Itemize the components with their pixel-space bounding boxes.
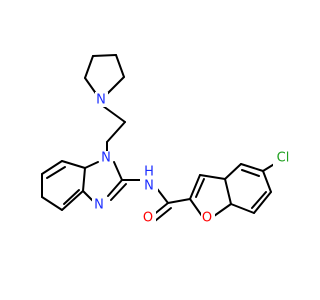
carbonyl-oxygen-label: O <box>142 211 156 226</box>
bond <box>241 169 260 177</box>
amide-hydrogen-text: H <box>144 165 154 180</box>
bond <box>199 174 226 180</box>
benzofuran-benzene-ring <box>224 163 272 214</box>
furan-oxygen-label: O <box>201 211 215 226</box>
bond <box>107 179 123 197</box>
bond <box>213 203 232 217</box>
carbonyl-oxygen-text: O <box>143 211 153 226</box>
pyrrolidine-ring <box>84 54 125 97</box>
bond <box>240 163 264 172</box>
pyrrolidine-nitrogen-text: N <box>96 93 106 108</box>
bond <box>46 166 66 179</box>
atom-labels: N N N H N O O Cl <box>92 92 293 226</box>
amide-nitrogen-text: N <box>144 179 154 194</box>
bond <box>102 105 126 123</box>
bond <box>110 183 127 201</box>
bond <box>61 190 84 211</box>
bond <box>195 178 205 198</box>
bond <box>224 178 232 205</box>
bond <box>262 170 272 193</box>
bond <box>82 167 86 192</box>
bond <box>224 163 242 180</box>
amide-nitrogen-label: H N <box>140 165 158 195</box>
bond <box>167 198 191 204</box>
bond <box>154 207 172 222</box>
bond <box>189 174 201 200</box>
bond <box>84 55 94 79</box>
benzimidazole-benzene-ring <box>41 160 86 211</box>
chlorine-text: Cl <box>277 151 290 166</box>
bond <box>230 203 255 214</box>
bond <box>115 54 125 78</box>
benzimidazole-n3-label: N <box>92 197 105 213</box>
benzimidazole-n1-label: N <box>100 151 113 166</box>
bond <box>61 160 86 169</box>
bond <box>104 76 125 97</box>
benzofuran-furan-ring <box>189 174 232 217</box>
bond <box>106 121 126 143</box>
bond <box>251 191 267 209</box>
bond <box>63 189 80 205</box>
bond <box>92 54 117 57</box>
molecule-structure-diagram: N N N H N O O Cl <box>41 54 293 226</box>
chlorine-label: Cl <box>273 151 293 166</box>
bond <box>84 161 99 169</box>
bond <box>41 196 63 211</box>
bond <box>189 198 203 217</box>
bond <box>41 160 63 175</box>
bond <box>253 191 272 214</box>
bond <box>113 161 123 181</box>
benzimidazole-n3-text: N <box>94 198 104 213</box>
benzimidazole-imidazole-ring <box>82 161 127 202</box>
pyrrolidine-nitrogen-label: N <box>95 92 108 108</box>
bond <box>82 190 94 202</box>
furan-oxygen-text: O <box>202 211 212 226</box>
ethyl-linker <box>102 105 126 155</box>
benzimidazole-n1-text: N <box>101 151 111 166</box>
